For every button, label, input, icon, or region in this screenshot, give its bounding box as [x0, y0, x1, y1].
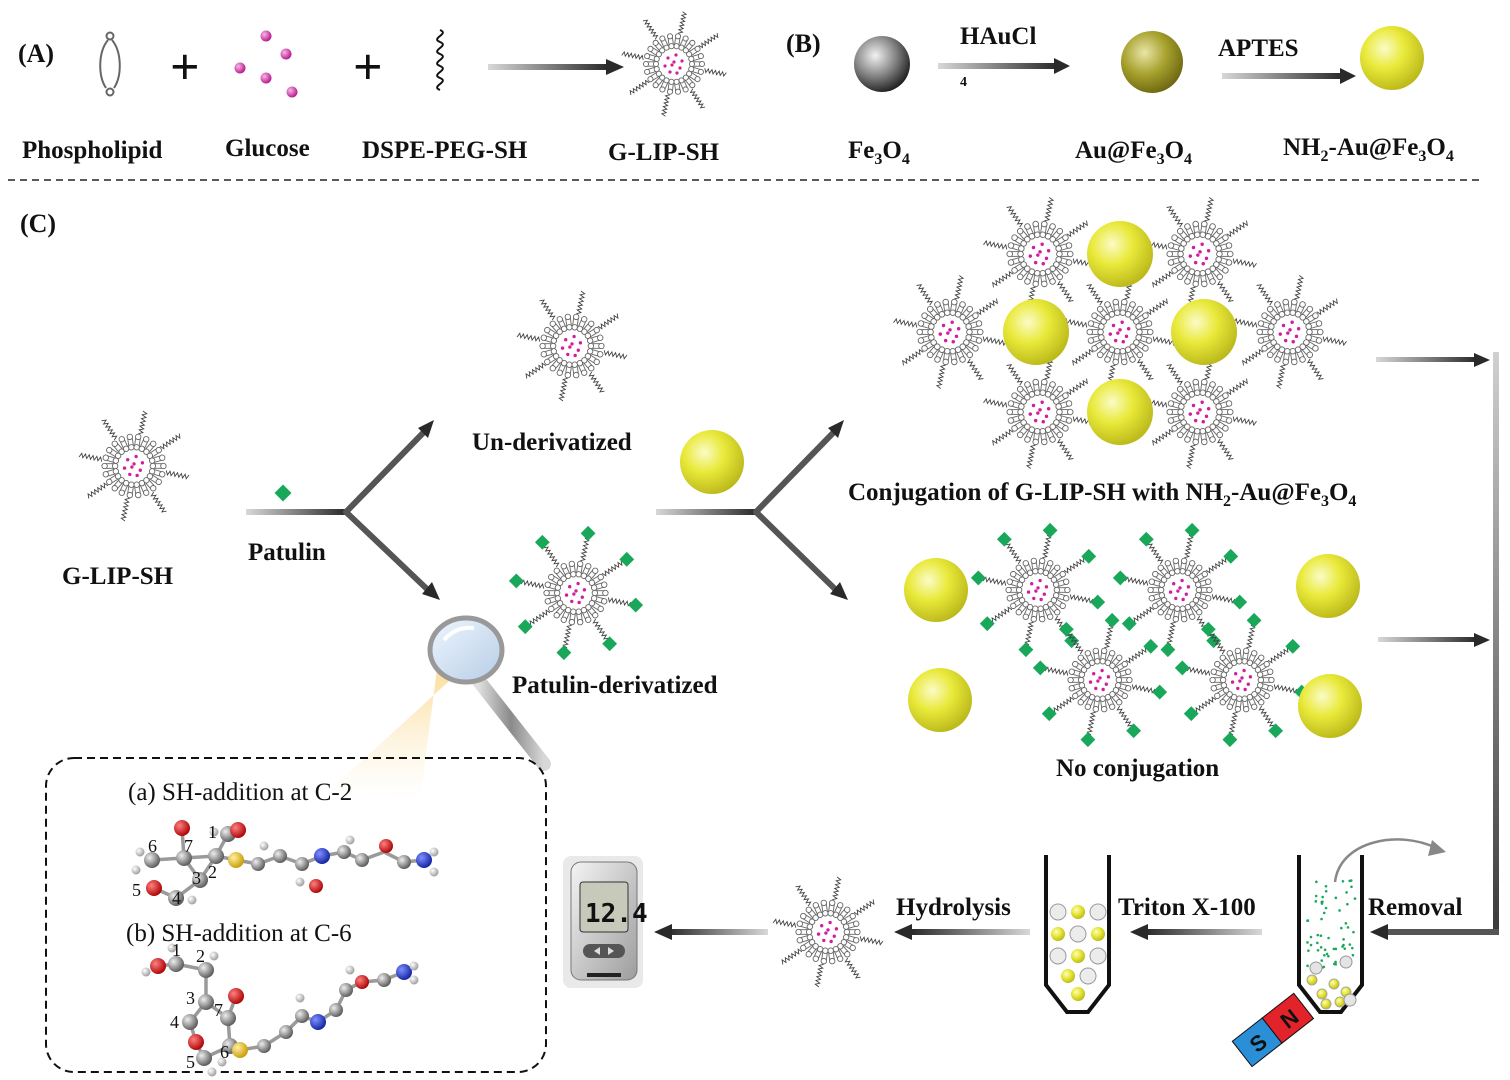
reagent-aptes: APTES	[1218, 35, 1299, 62]
arrow-a	[488, 64, 608, 70]
label-conjugation: Conjugation of G-LIP-SH with NH2-Au@Fe3O…	[848, 479, 1356, 510]
plus-sign-1: +	[170, 39, 200, 96]
arrow-b1	[938, 63, 1056, 69]
inset-b-title: (b) SH-addition at C-6	[126, 920, 352, 947]
arrow-a-head	[606, 59, 624, 75]
plus-sign-2: +	[353, 39, 383, 96]
label-au-fe3o4: Au@Fe3O4	[1075, 137, 1192, 168]
arrow-hydrolysis-head	[894, 924, 912, 940]
svg-text:4: 4	[172, 888, 181, 908]
liposome-g-lip-sh-start	[79, 411, 189, 521]
label-patulin: Patulin	[248, 539, 326, 566]
liposome-released-glucose	[773, 877, 883, 987]
svg-text:5: 5	[132, 880, 141, 900]
liposome-g-lip-sh-icon	[622, 12, 727, 117]
label-dspe-peg-sh: DSPE-PEG-SH	[362, 137, 528, 164]
svg-text:3: 3	[192, 868, 201, 888]
svg-text:7: 7	[214, 1000, 223, 1020]
arrow-b1-head	[1054, 58, 1070, 74]
glucose-meter-icon: 12.4	[563, 856, 648, 988]
arrow-triton	[1146, 929, 1262, 935]
reagent-haucl-sub: 4	[960, 75, 967, 90]
magnifier-icon	[330, 618, 544, 800]
inset-a-title: (a) SH-addition at C-2	[128, 779, 352, 806]
magnetic-separation-tube	[1299, 839, 1446, 1012]
svg-text:6: 6	[148, 836, 157, 856]
patulin-molecule-icon	[275, 485, 292, 502]
svg-text:3: 3	[186, 988, 195, 1008]
svg-text:2: 2	[208, 862, 217, 882]
arrow-hydrolysis	[912, 929, 1030, 935]
svg-text:7: 7	[184, 836, 193, 856]
nh2-au-fe3o4-particle-c	[680, 430, 744, 494]
molecule-c2-adduct: 1 234 5 6 7	[132, 820, 439, 908]
arrow-b2-head	[1340, 68, 1356, 84]
meter-reading: 12.4	[585, 899, 648, 929]
panel-b-label: (B)	[786, 29, 821, 58]
nh2-au-fe3o4-particle	[1360, 26, 1424, 90]
label-g-lip-sh-c: G-LIP-SH	[62, 563, 174, 590]
svg-text:5: 5	[186, 1052, 195, 1072]
label-g-lip-sh-a: G-LIP-SH	[608, 139, 720, 166]
label-nh2-au-fe3o4: NH2-Au@Fe3O4	[1283, 134, 1454, 165]
panel-a-label: (A)	[18, 39, 54, 68]
liposome-patulin-derivatized	[509, 526, 643, 660]
svg-text:4: 4	[170, 1012, 179, 1032]
lysis-tube	[1046, 855, 1109, 1012]
panel-c-label: (C)	[20, 209, 56, 238]
label-un-derivatized: Un-derivatized	[472, 429, 632, 456]
svg-text:2: 2	[196, 946, 205, 966]
label-triton: Triton X-100	[1118, 894, 1256, 921]
label-hydrolysis: Hydrolysis	[896, 894, 1011, 921]
reagent-haucl: HAuCl	[960, 23, 1036, 50]
arrow-b2	[1222, 73, 1342, 79]
label-no-conjugation: No conjugation	[1056, 755, 1219, 782]
no-conjugation-mixture	[904, 523, 1362, 747]
svg-text:1: 1	[172, 940, 181, 960]
split-arrow-1	[246, 420, 440, 600]
label-phospholipid: Phospholipid	[22, 137, 162, 164]
molecule-c6-adduct: 12 345 6 7	[142, 940, 419, 1077]
label-fe3o4: Fe3O4	[848, 137, 910, 168]
panel-c: (C) G-LIP-SH Patulin Un-derivatized Patu…	[20, 198, 1499, 1077]
label-patulin-derivatized: Patulin-derivatized	[512, 672, 718, 699]
phospholipid-icon	[100, 33, 120, 96]
svg-text:1: 1	[208, 822, 217, 842]
arrow-triton-head	[1130, 924, 1148, 940]
dspe-peg-sh-icon	[437, 30, 443, 90]
conjugation-network	[894, 198, 1347, 469]
arrow-to-meter	[668, 929, 768, 935]
magnet-icon: S N	[1232, 993, 1313, 1066]
panel-a: (A) + + Phospholipid Glucose DSPE-PEG-SH…	[18, 12, 726, 166]
arrow-to-meter-head	[654, 924, 672, 940]
label-glucose: Glucose	[225, 135, 310, 162]
svg-text:6: 6	[220, 1042, 229, 1062]
au-fe3o4-particle	[1121, 31, 1183, 93]
fe3o4-particle	[854, 36, 910, 92]
label-removal: Removal	[1368, 894, 1462, 921]
panel-b: (B) HAuCl 4 APTES Fe3O4 Au@Fe3O4 NH2-Au@…	[786, 23, 1454, 168]
glucose-molecules-icon	[235, 31, 298, 98]
liposome-un-derivatized	[517, 291, 627, 401]
